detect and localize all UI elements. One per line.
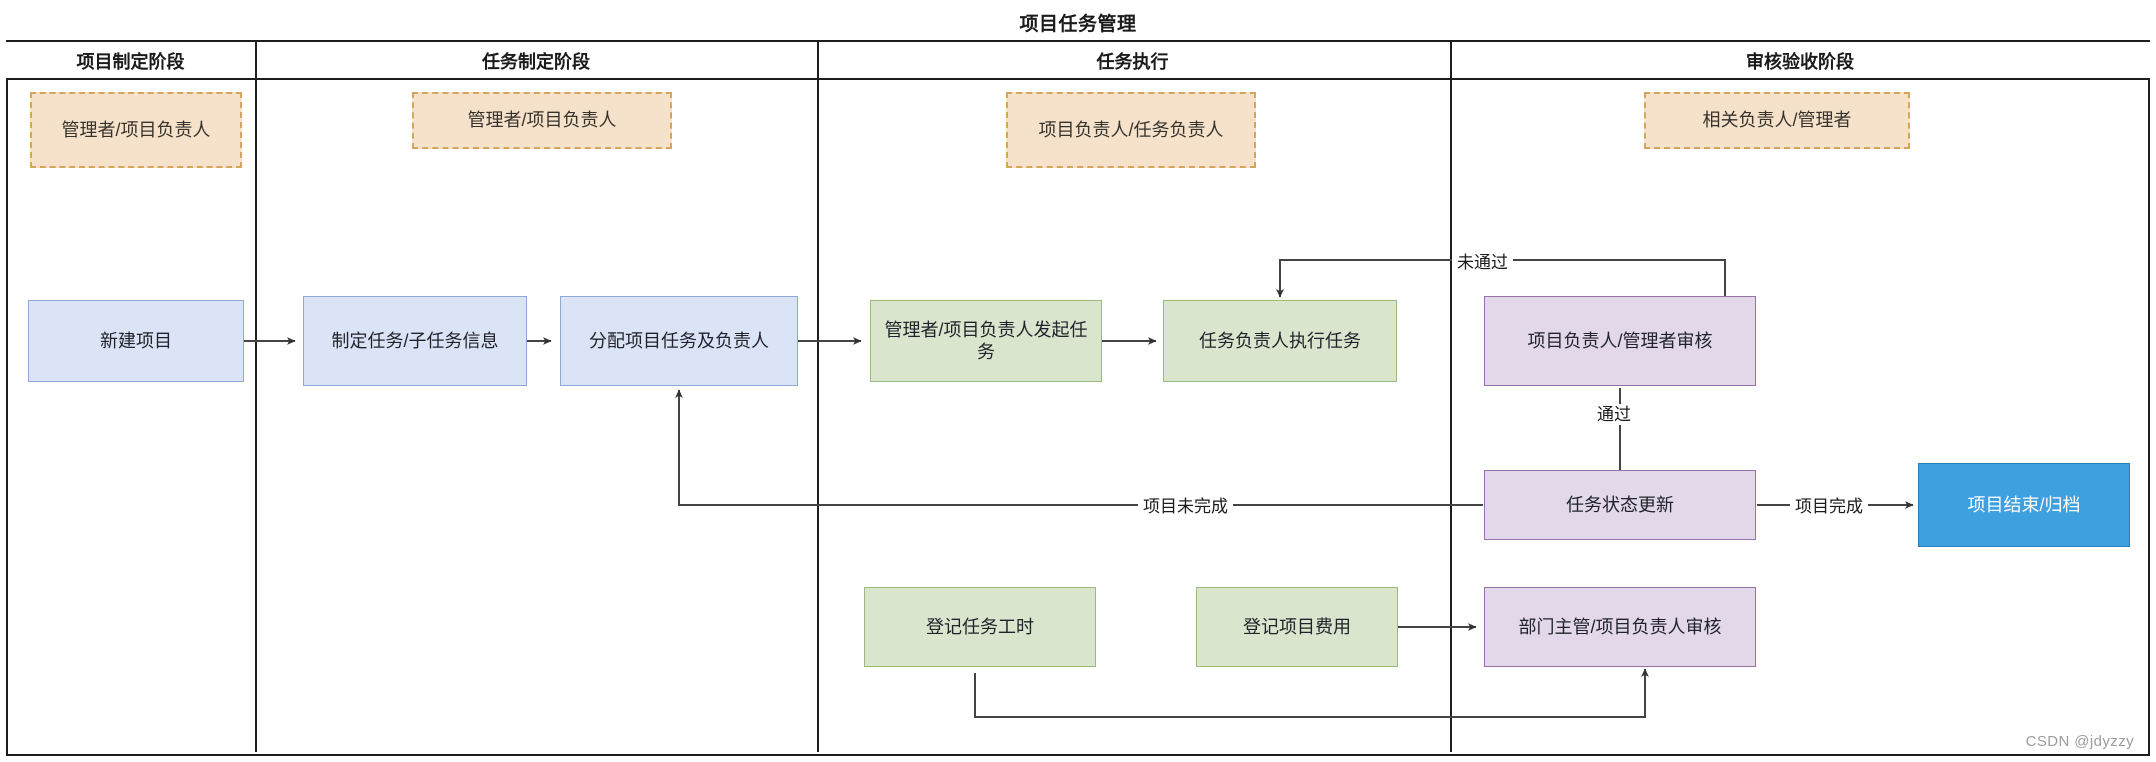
lane-divider-3 xyxy=(1450,42,1452,752)
lane-header-2: 任务执行 xyxy=(1096,52,1169,72)
lane-divider-1 xyxy=(255,42,257,752)
node-initiate-task[interactable]: 管理者/项目负责人发起任务 xyxy=(870,300,1102,382)
lane-header-0: 项目制定阶段 xyxy=(76,52,185,72)
node-review-task[interactable]: 项目负责人/管理者审核 xyxy=(1484,296,1756,386)
lane-header-1: 任务制定阶段 xyxy=(482,52,590,72)
node-execute-task[interactable]: 任务负责人执行任务 xyxy=(1163,300,1397,382)
edge-label-rejected: 未通过 xyxy=(1452,252,1513,273)
node-log-hours[interactable]: 登记任务工时 xyxy=(864,587,1096,667)
node-project-archive[interactable]: 项目结束/归档 xyxy=(1918,463,2130,547)
lane-header-row: 项目制定阶段 任务制定阶段 任务执行 审核验收阶段 xyxy=(6,42,2150,80)
node-new-project[interactable]: 新建项目 xyxy=(28,300,244,382)
node-log-cost[interactable]: 登记项目费用 xyxy=(1196,587,1398,667)
node-define-task[interactable]: 制定任务/子任务信息 xyxy=(303,296,527,386)
edge-label-approved: 通过 xyxy=(1592,404,1636,425)
edge-label-project-unfinished: 项目未完成 xyxy=(1138,496,1233,517)
role-box-3: 相关负责人/管理者 xyxy=(1644,92,1910,149)
diagram-title: 项目任务管理 xyxy=(6,4,2150,42)
node-assign-task[interactable]: 分配项目任务及负责人 xyxy=(560,296,798,386)
node-update-status[interactable]: 任务状态更新 xyxy=(1484,470,1756,540)
role-box-1: 管理者/项目负责人 xyxy=(412,92,672,149)
node-cost-review[interactable]: 部门主管/项目负责人审核 xyxy=(1484,587,1756,667)
watermark: CSDN @jdyzzy xyxy=(2025,733,2134,750)
role-box-2: 项目负责人/任务负责人 xyxy=(1006,92,1256,168)
role-box-0: 管理者/项目负责人 xyxy=(30,92,242,168)
edge-label-project-finished: 项目完成 xyxy=(1790,496,1868,517)
lane-divider-2 xyxy=(817,42,819,752)
lane-header-3: 审核验收阶段 xyxy=(1746,52,1854,72)
